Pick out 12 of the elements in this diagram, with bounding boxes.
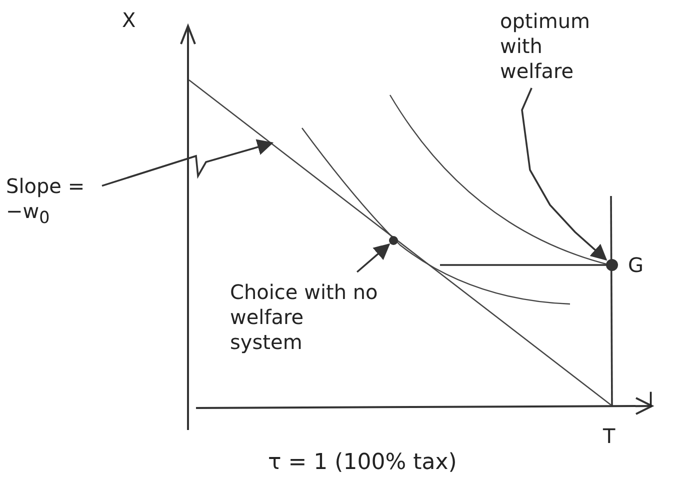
axis-label: l — [648, 388, 654, 412]
caption: τ = 1 (100% tax) — [268, 450, 457, 475]
axis-label: X — [122, 8, 136, 32]
annotation-text: optimum with welfare — [500, 8, 591, 84]
arrow — [521, 88, 608, 261]
point-marker — [389, 236, 398, 245]
annotation-text: Slope = −w$_{0}$ — [6, 174, 86, 228]
annotation-text: Choice with no welfare system — [230, 280, 379, 354]
leader-arrow — [102, 139, 274, 187]
arrow — [356, 243, 390, 273]
point-label: G — [628, 253, 644, 277]
axis-label: T — [603, 424, 616, 448]
